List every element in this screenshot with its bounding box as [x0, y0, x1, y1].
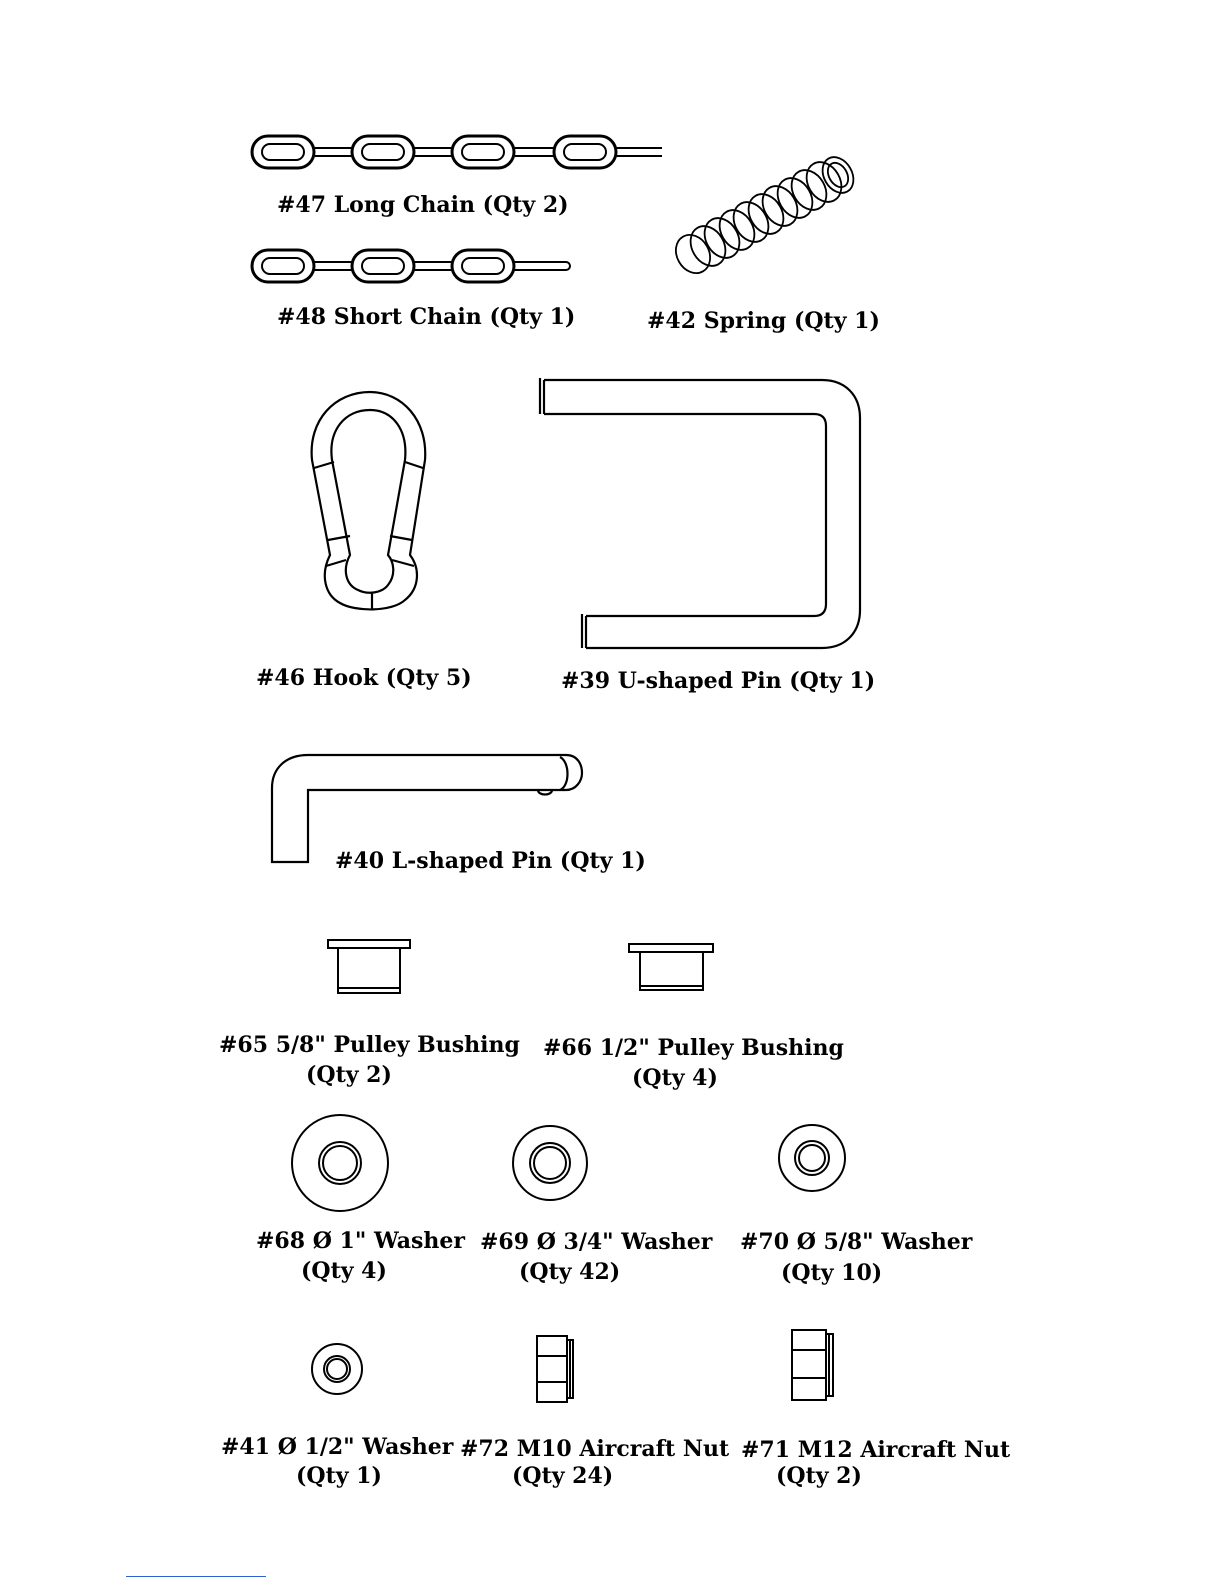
- long-chain-icon: [250, 134, 662, 170]
- m12-aircraft-nut-qty: (Qty 2): [776, 1463, 862, 1489]
- pulley-bushing-1-2-qty: (Qty 4): [632, 1065, 718, 1091]
- washer-1-qty: (Qty 4): [301, 1258, 387, 1284]
- washer-5-8-icon: [778, 1124, 846, 1192]
- washer-1-2-qty: (Qty 1): [296, 1463, 382, 1489]
- m10-aircraft-nut-label: #72 M10 Aircraft Nut: [460, 1436, 730, 1462]
- l-shaped-pin-label: #40 L-shaped Pin (Qty 1): [335, 848, 646, 874]
- spring-icon: [675, 156, 855, 274]
- pulley-bushing-5-8-icon: [327, 939, 411, 994]
- washer-3-4-icon: [512, 1125, 588, 1201]
- m10-aircraft-nut-icon: [536, 1335, 574, 1403]
- pulley-bushing-1-2-icon: [628, 943, 714, 991]
- bottom-link-underline: [126, 1576, 266, 1577]
- short-chain-icon: [250, 248, 571, 284]
- washer-1-label: #68 Ø 1" Washer: [256, 1228, 465, 1254]
- pulley-bushing-5-8-qty: (Qty 2): [306, 1062, 392, 1088]
- m12-aircraft-nut-label: #71 M12 Aircraft Nut: [741, 1437, 1011, 1463]
- hook-icon: [310, 390, 427, 611]
- pulley-bushing-5-8-label: #65 5/8" Pulley Bushing: [219, 1032, 520, 1058]
- l-shaped-pin-icon: [270, 753, 584, 864]
- m10-aircraft-nut-qty: (Qty 24): [512, 1463, 614, 1489]
- u-shaped-pin-icon: [538, 378, 862, 650]
- hook-label: #46 Hook (Qty 5): [256, 665, 472, 691]
- washer-5-8-label: #70 Ø 5/8" Washer: [740, 1229, 973, 1255]
- spring-label: #42 Spring (Qty 1): [647, 308, 880, 334]
- pulley-bushing-1-2-label: #66 1/2" Pulley Bushing: [543, 1035, 844, 1061]
- washer-1-icon: [291, 1114, 389, 1212]
- washer-5-8-qty: (Qty 10): [781, 1260, 883, 1286]
- long-chain-label: #47 Long Chain (Qty 2): [277, 192, 569, 218]
- washer-1-2-label: #41 Ø 1/2" Washer: [221, 1434, 454, 1460]
- short-chain-label: #48 Short Chain (Qty 1): [277, 304, 576, 330]
- washer-1-2-icon: [311, 1343, 363, 1395]
- washer-3-4-label: #69 Ø 3/4" Washer: [480, 1229, 713, 1255]
- m12-aircraft-nut-icon: [791, 1329, 834, 1401]
- u-shaped-pin-label: #39 U-shaped Pin (Qty 1): [561, 668, 876, 694]
- washer-3-4-qty: (Qty 42): [519, 1259, 621, 1285]
